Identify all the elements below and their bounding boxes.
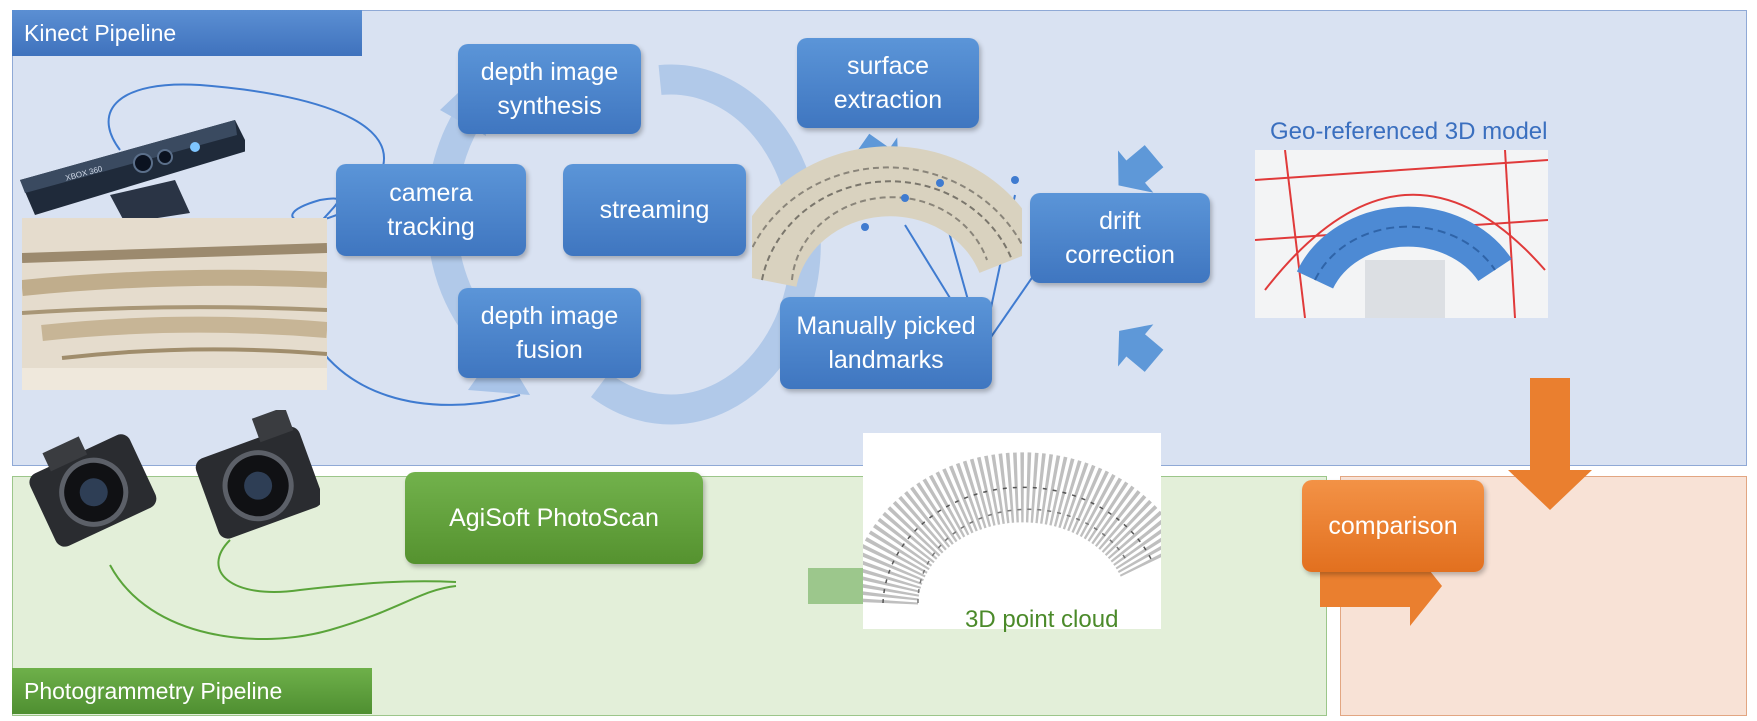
streaming-box: streaming bbox=[563, 164, 746, 256]
comparison-box: comparison bbox=[1302, 480, 1484, 572]
point-cloud-caption: 3D point cloud bbox=[965, 606, 1119, 633]
manually-picked-landmarks-box: Manually picked landmarks bbox=[780, 297, 992, 389]
arrow-from-landmarks bbox=[1118, 324, 1164, 372]
camera-cable-right bbox=[217, 539, 457, 593]
point-cloud-image bbox=[863, 433, 1161, 629]
drift-correction-box: drift correction bbox=[1030, 193, 1210, 283]
arrow-model-to-comparison bbox=[1508, 378, 1592, 510]
depth-image-fusion-box: depth image fusion bbox=[458, 288, 641, 378]
dslr-camera-icon bbox=[20, 410, 320, 550]
arrow-from-surface bbox=[1118, 145, 1164, 193]
photogrammetry-pipeline-label: Photogrammetry Pipeline bbox=[12, 668, 372, 714]
geo-referenced-model-caption: Geo-referenced 3D model bbox=[1270, 118, 1548, 145]
geo-referenced-model-image bbox=[1255, 150, 1548, 318]
cycle-ring-right bbox=[591, 64, 821, 425]
kinect-pipeline-label: Kinect Pipeline bbox=[12, 10, 362, 56]
camera-tracking-box: camera tracking bbox=[336, 164, 526, 256]
agisoft-photoscan-box: AgiSoft PhotoScan bbox=[405, 472, 703, 564]
depth-image-synthesis-box: depth image synthesis bbox=[458, 44, 641, 134]
amphitheatre-mesh bbox=[752, 130, 1022, 300]
surface-extraction-box: surface extraction bbox=[797, 38, 979, 128]
theatre-photo bbox=[22, 218, 327, 390]
camera-cable-left bbox=[109, 564, 457, 640]
kinect-sensor-icon: XBOX 360 bbox=[15, 95, 245, 225]
